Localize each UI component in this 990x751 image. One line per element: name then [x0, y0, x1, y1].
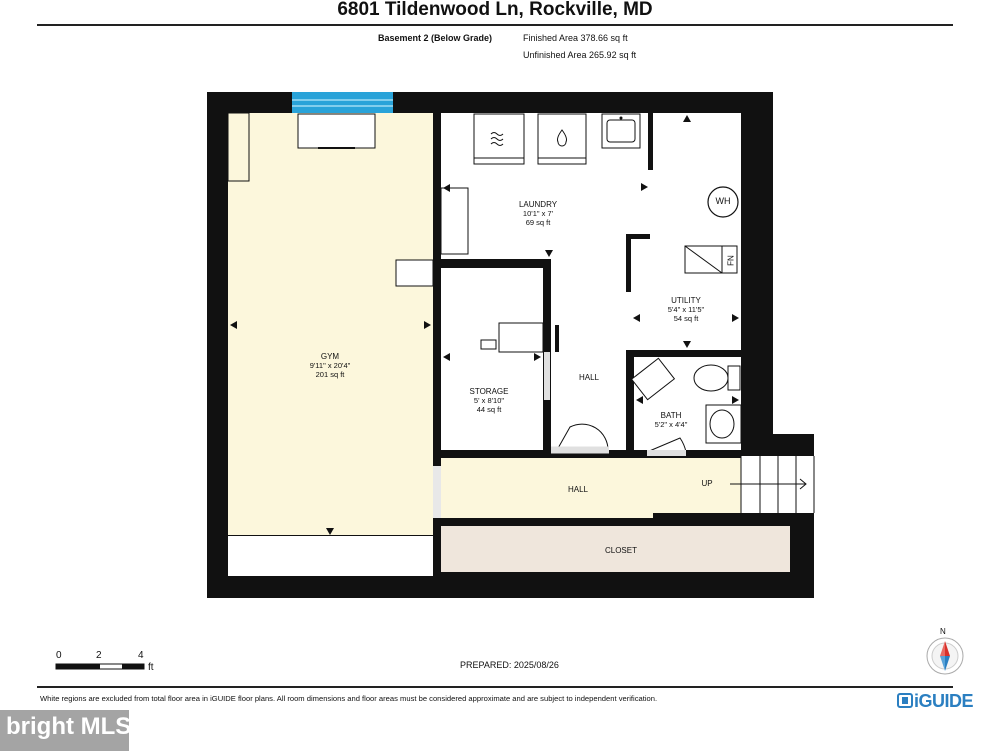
header-rule: [37, 24, 953, 26]
storage-floor: [441, 268, 543, 450]
utility-floor: [628, 113, 741, 350]
laundry-counter: [440, 187, 469, 255]
water-heater: [707, 186, 739, 218]
wall-bath-left: [626, 350, 633, 456]
room-label-storage: STORAGE 5' x 8'10" 44 sq ft: [439, 387, 539, 414]
room-area: 69 sq ft: [525, 218, 551, 227]
stairs: [730, 456, 815, 513]
dimension-arrows: [230, 115, 739, 535]
room-name: UTILITY: [671, 296, 701, 305]
bright-mls-watermark: bright MLS: [6, 713, 132, 740]
iguide-logo-mark: [897, 693, 913, 708]
room-dims: 5'2" x 4'4": [654, 420, 688, 429]
room-area: 201 sq ft: [315, 370, 345, 379]
room-dims: 10'1" x 7': [522, 209, 554, 218]
wall-gym-laundry: [433, 92, 441, 466]
wall-storage-top: [433, 259, 550, 267]
room-label-gym: GYM 9'11" x 20'4" 201 sq ft: [280, 352, 380, 379]
stairs-up-label: UP: [701, 479, 713, 488]
scale-tick-0: 0: [56, 650, 62, 661]
vanity: [705, 404, 742, 444]
water-heater-label: WH: [715, 196, 731, 206]
stair-notch: [773, 434, 814, 456]
scale-bar: [55, 663, 145, 670]
closet-label: CLOSET: [604, 546, 637, 555]
gym-equipment: [297, 113, 376, 149]
hall-upper-label: HALL: [578, 373, 599, 382]
prepared-date: PREPARED: 2025/08/26: [460, 660, 559, 670]
room-name: LAUNDRY: [518, 200, 558, 209]
room-dims: 5' x 8'10": [473, 396, 505, 405]
wall-utility: [648, 113, 653, 170]
level-name: Basement 2 (Below Grade): [378, 33, 493, 43]
room-area: 44 sq ft: [476, 405, 502, 414]
wall-closet: [433, 518, 441, 576]
storage-door: [556, 423, 609, 451]
bath-cabinet: [630, 357, 676, 401]
room-label-laundry: LAUNDRY 10'1" x 7' 69 sq ft: [488, 200, 588, 227]
gym-floor: [228, 113, 433, 535]
room-name: BATH: [660, 411, 682, 420]
gym-shelf: [227, 112, 250, 182]
compass-icon: [926, 637, 964, 675]
room-label-bath: BATH 5'2" x 4'4": [621, 411, 721, 429]
compass-north-label: N: [940, 627, 946, 636]
address-title: 6801 Tildenwood Ln, Rockville, MD: [337, 0, 653, 20]
hall-upper-floor: [551, 259, 628, 450]
room-label-utility: UTILITY 5'4" x 11'5" 54 sq ft: [636, 296, 736, 323]
furnace-label: FN: [726, 255, 736, 266]
dryer: [473, 113, 525, 165]
scale-tick-2: 2: [96, 650, 102, 661]
unfinished-area: Unfinished Area 265.92 sq ft: [523, 50, 637, 60]
room-name: STORAGE: [469, 387, 509, 396]
wall-storage-right: [543, 259, 551, 352]
wall-bath-top: [626, 350, 741, 356]
finished-area: Finished Area 378.66 sq ft: [523, 33, 628, 43]
furnace: [684, 245, 738, 274]
wall-lower-hall: [433, 450, 555, 458]
closet-floor: [441, 526, 790, 572]
gym-box: [395, 259, 434, 287]
washer: [537, 113, 587, 165]
footer-rule: [37, 686, 953, 688]
scale-tick-4: 4: [138, 650, 144, 661]
room-dims: 5'4" x 11'5": [667, 305, 705, 314]
room-dims: 9'11" x 20'4": [309, 361, 351, 370]
storage-shelf: [498, 322, 544, 353]
window: [292, 92, 393, 113]
watermark-badge: [0, 710, 129, 751]
gym-excluded: [228, 536, 433, 576]
hall-lower-label: HALL: [567, 485, 588, 494]
hall-lower-floor: [441, 458, 741, 518]
toilet: [693, 364, 729, 392]
scale-unit: ft: [148, 662, 154, 673]
iguide-logo: iGUIDE: [914, 691, 974, 711]
room-area: 54 sq ft: [673, 314, 699, 323]
disclaimer: White regions are excluded from total fl…: [40, 694, 658, 703]
room-name: GYM: [320, 352, 340, 361]
